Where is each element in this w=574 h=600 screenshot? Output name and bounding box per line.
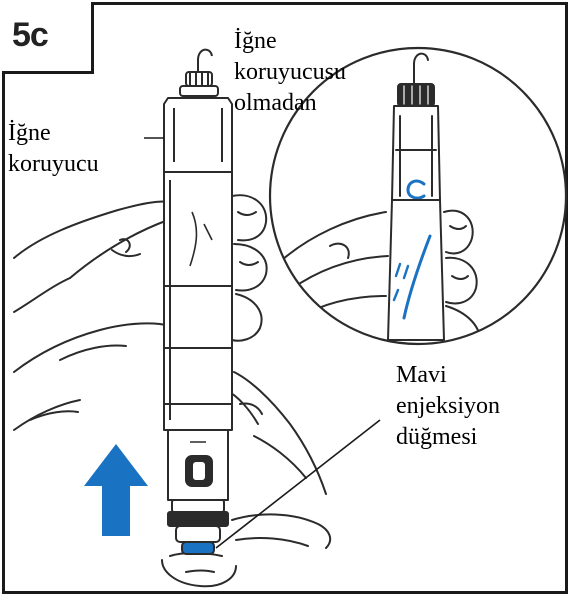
label-needle-guard: İğne koruyucu [8, 118, 99, 180]
up-arrow-icon [84, 444, 148, 536]
step-label: 5c [12, 16, 48, 55]
step-tag: 5c [2, 2, 94, 74]
injection-pen-drawing [164, 50, 232, 554]
button-leader [216, 420, 380, 548]
label-without-needle-guard: İğne koruyucusu olmadan [234, 26, 346, 119]
label-blue-injection-button: Mavi enjeksiyon düğmesi [396, 360, 500, 453]
